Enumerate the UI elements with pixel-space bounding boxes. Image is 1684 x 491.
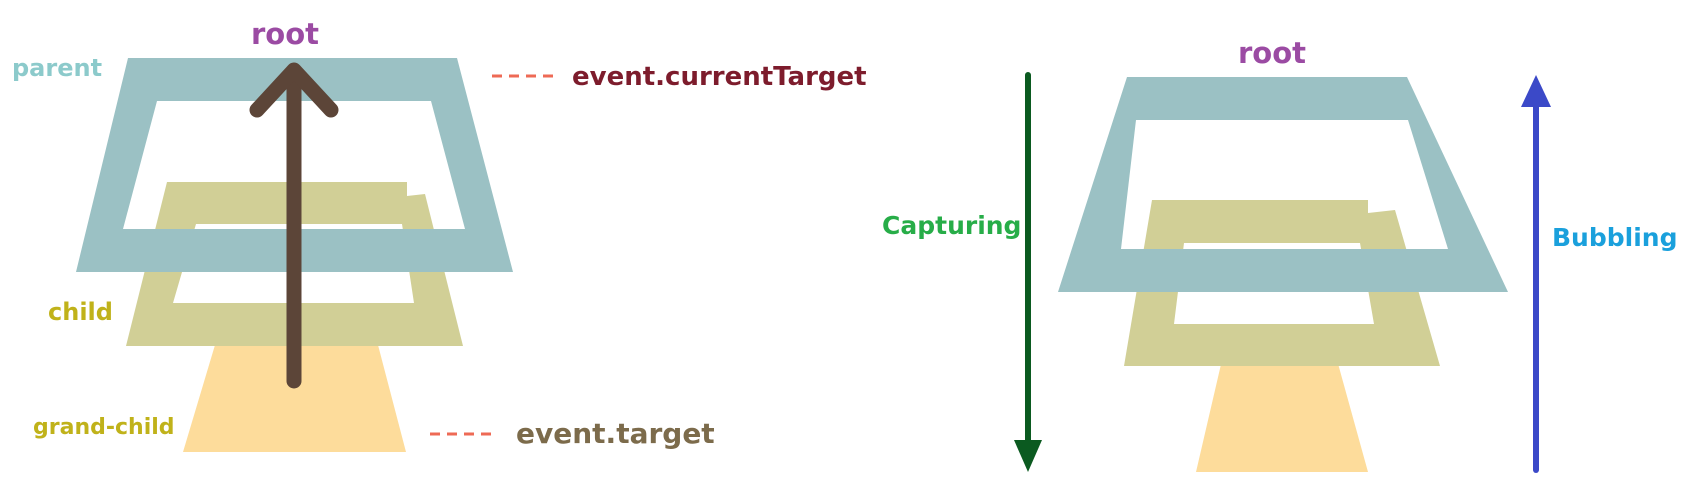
left-diagram: root parent child grand-child event.curr… bbox=[12, 17, 867, 452]
left-propagation-arrow bbox=[249, 62, 339, 389]
current-target-label: event.currentTarget bbox=[572, 62, 867, 92]
right-diagram: root Capturing Bubbling bbox=[882, 36, 1677, 473]
left-root-label: root bbox=[251, 17, 319, 51]
bubbling-arrow bbox=[1521, 75, 1551, 473]
capturing-arrow bbox=[1014, 72, 1042, 472]
bubbling-label: Bubbling bbox=[1552, 223, 1677, 252]
right-grandchild-block bbox=[1196, 360, 1368, 472]
child-label: child bbox=[48, 298, 113, 326]
right-root-label: root bbox=[1238, 36, 1306, 70]
left-child-frame bbox=[126, 182, 463, 346]
right-parent-frame bbox=[1058, 77, 1508, 292]
target-label: event.target bbox=[516, 417, 715, 450]
left-grandchild-block bbox=[183, 345, 406, 452]
grandchild-label: grand-child bbox=[33, 415, 175, 440]
right-child-frame bbox=[1124, 200, 1440, 366]
capturing-label: Capturing bbox=[882, 211, 1021, 240]
parent-label: parent bbox=[12, 54, 102, 82]
